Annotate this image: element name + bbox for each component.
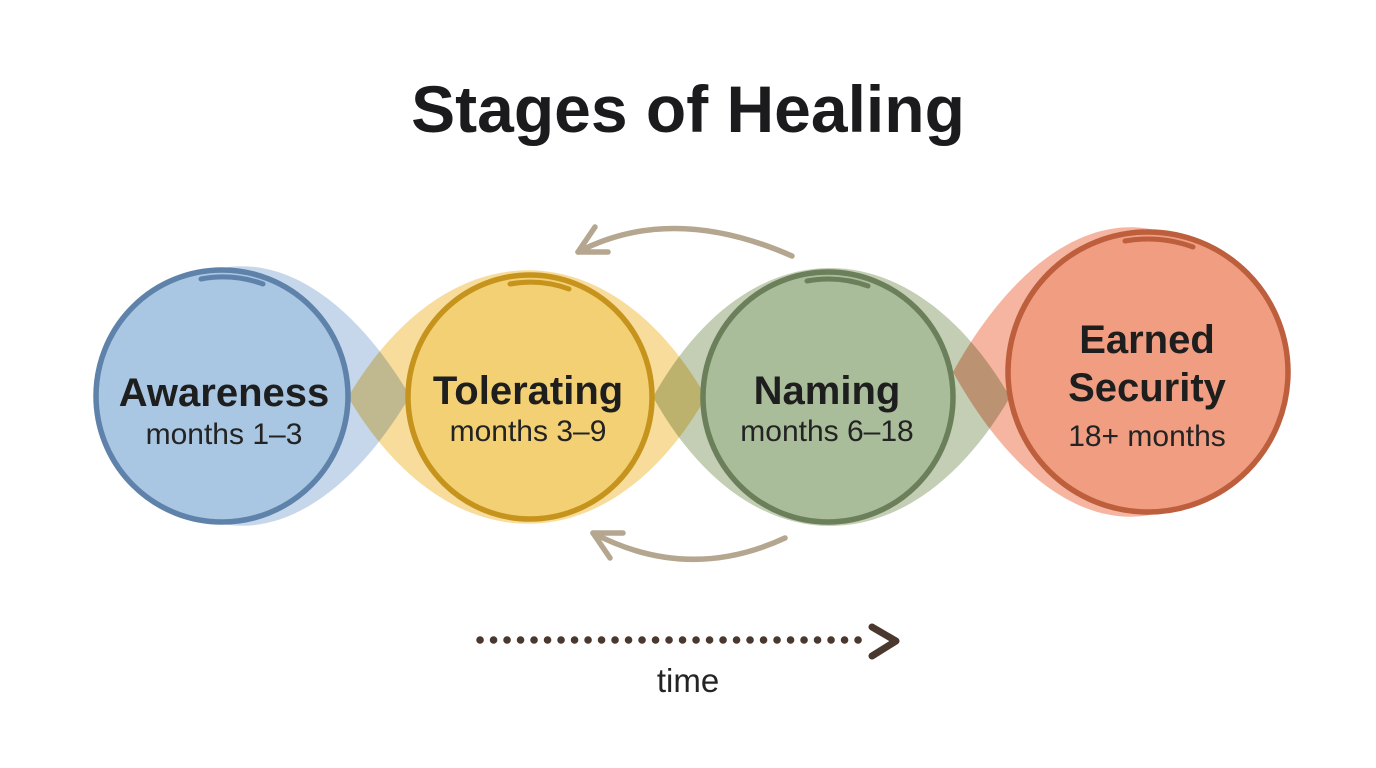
stroke-overlap-accent-tolerating [507,279,572,292]
stroke-overlap-accent-earned-security [1122,236,1196,250]
time-axis-arrowhead-icon [868,623,900,660]
loop-arrow-bottom-arrowhead-icon [590,530,626,561]
stage-months-naming: months 6–18 [740,415,913,448]
loop-arrow-top-arrowhead-icon [575,224,611,255]
stage-earned-security: Earned Security 18+ months [1005,229,1291,515]
stage-circle-naming [700,269,956,525]
loop-arrows [575,224,795,563]
diagram-title: Stages of Healing [411,72,965,146]
loop-arrow-bottom [590,530,788,563]
stage-name-naming: Naming [754,369,901,413]
stage-awareness: Awareness months 1–3 [93,267,351,525]
stage-months-tolerating: months 3–9 [450,415,607,448]
stage-name-earned-security-line2: Security [1068,366,1227,410]
stroke-overlap-accent-awareness [198,274,266,287]
stage-months-awareness: months 1–3 [146,418,303,451]
stage-circle-awareness [93,267,351,525]
stage-name-awareness: Awareness [119,371,330,415]
time-axis: time [476,623,900,699]
stage-circle-tolerating [405,272,655,522]
stage-circle-earned-security [1005,229,1291,515]
stage-naming: Naming months 6–18 [700,269,956,525]
stage-tolerating: Tolerating months 3–9 [405,272,655,522]
stage-name-tolerating: Tolerating [433,369,623,413]
stage-months-earned-security: 18+ months [1068,420,1226,453]
stroke-overlap-accent-naming [804,276,871,289]
time-axis-label: time [657,662,719,699]
loop-arrow-top [575,225,795,259]
stage-name-earned-security-line1: Earned [1079,318,1215,362]
